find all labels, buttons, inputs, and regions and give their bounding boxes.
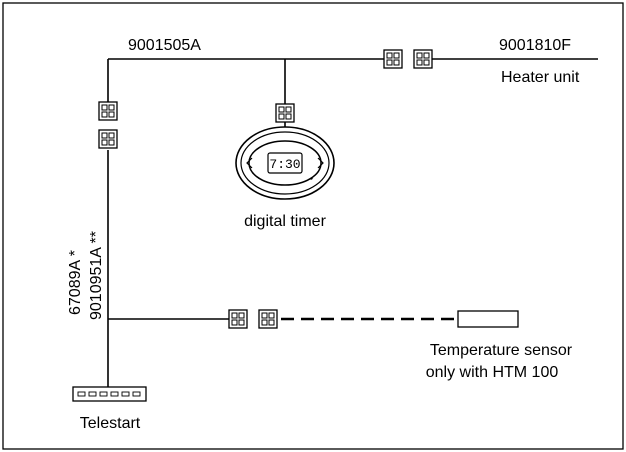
connector-icon-heater-2 <box>413 49 433 69</box>
connector-icon-sensor-2 <box>258 309 278 329</box>
connector-icon-heater-1 <box>383 49 403 69</box>
label-cable-9010951a: 9010951A ** <box>88 231 105 320</box>
label-temperature-sensor-note: only with HTM 100 <box>426 364 559 381</box>
svg-text:▸: ▸ <box>311 176 314 182</box>
connector-icon-timer <box>275 103 295 123</box>
connector-icon-sensor-1 <box>228 309 248 329</box>
digital-timer-icon: 7:30 ◔ ▸ <box>235 126 335 200</box>
label-temperature-sensor: Temperature sensor <box>430 342 573 359</box>
label-heater-unit: Heater unit <box>501 69 580 86</box>
wiring <box>107 58 598 387</box>
label-heater-harness: 9001810F <box>499 37 571 54</box>
timer-display: 7:30 <box>269 157 300 172</box>
temperature-sensor-icon <box>457 310 519 328</box>
label-digital-timer: digital timer <box>244 213 326 230</box>
svg-text:◔: ◔ <box>256 176 259 182</box>
label-telestart: Telestart <box>80 415 141 432</box>
connector-icon-cable-1 <box>98 101 118 121</box>
connector-icon-cable-2 <box>98 129 118 149</box>
telestart-icon <box>72 386 147 402</box>
label-main-harness: 9001505A <box>128 37 201 54</box>
label-cable-67089a: 67089A * <box>67 250 84 315</box>
